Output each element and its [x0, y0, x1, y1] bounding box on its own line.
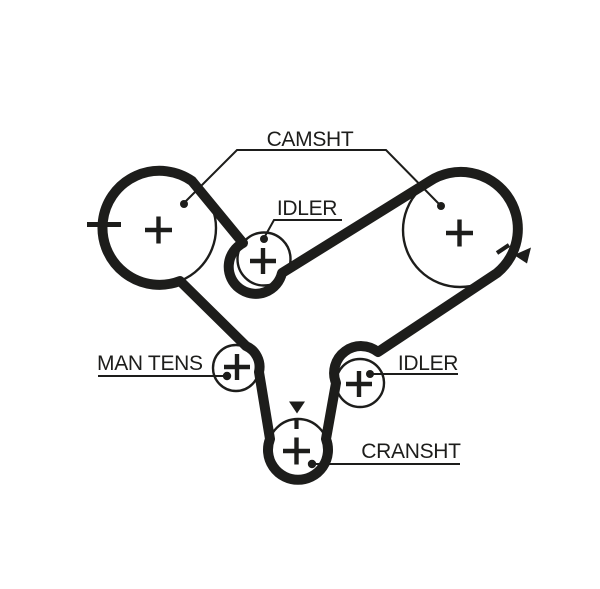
cross-idler-top — [250, 248, 276, 274]
timing-belt-path — [97, 165, 523, 485]
cross-crankshaft — [283, 437, 310, 465]
leader-camshaft — [183, 149, 442, 207]
label-camshaft: CAMSHT — [267, 128, 354, 151]
label-crankshaft: CRANSHT — [361, 440, 461, 463]
idler-top-pulley — [236, 231, 292, 287]
leader-dot-camshaft-left — [180, 200, 188, 208]
cross-idler-lower — [346, 371, 372, 397]
label-idler-lower: IDLER — [398, 352, 458, 375]
center-cross-marks — [145, 216, 473, 465]
leader-idler-top — [263, 219, 342, 239]
cross-manual-tensioner — [224, 354, 250, 380]
crankshaft-arrow-dash — [289, 401, 305, 429]
labels: CAMSHT IDLER MAN TENS IDLER CRANSHT — [97, 128, 461, 463]
leader-dot-crankshaft — [307, 459, 317, 469]
cross-camshaft-right — [446, 219, 473, 247]
camshaft-right-tick-arrow — [495, 243, 531, 264]
leader-dot-idler-lower — [366, 370, 374, 378]
leader-dot-manual-tensioner — [222, 371, 232, 381]
camshaft-right-arrow-icon — [514, 247, 531, 264]
label-idler-top: IDLER — [277, 197, 337, 220]
cross-camshaft-left — [145, 216, 172, 244]
leader-lines — [98, 149, 460, 465]
leader-dot-idler-top — [260, 235, 268, 243]
leader-dots — [180, 200, 445, 469]
label-manual-tensioner: MAN TENS — [97, 352, 203, 375]
leader-dot-camshaft-right — [437, 202, 445, 210]
crankshaft-arrow-icon — [289, 401, 305, 414]
alignment-marks — [87, 222, 531, 429]
